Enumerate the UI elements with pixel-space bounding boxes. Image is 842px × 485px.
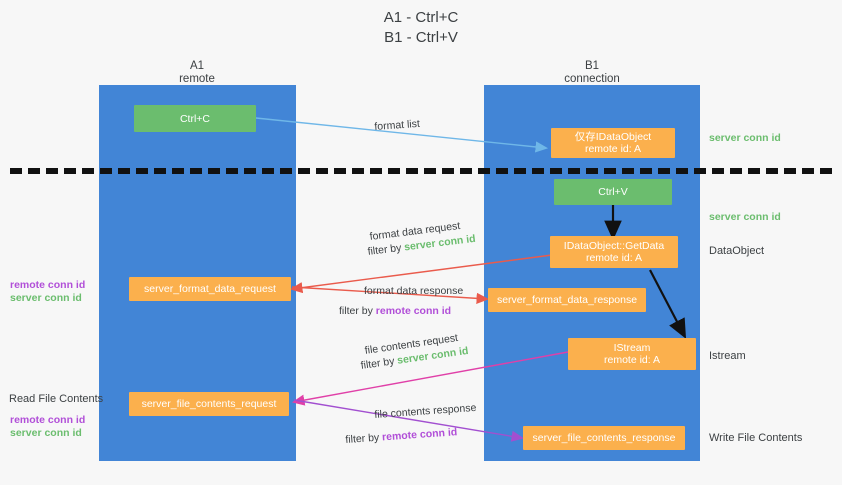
annotation-istream: Istream [709, 350, 746, 362]
node-server-file-contents-request[interactable]: server_file_contents_request [129, 392, 289, 416]
annotation-server-conn-id-1: server conn id [10, 292, 82, 304]
annotation-server-conn-id-mid: server conn id [709, 211, 781, 223]
annotation-dataobject: DataObject [709, 245, 765, 257]
swimlane-b1-header: B1 connection [564, 60, 620, 85]
edge-label-format-data-response-filter: filter by remote conn id [339, 305, 451, 318]
node-ctrl-c[interactable]: Ctrl+C [134, 105, 256, 132]
swimlane-a1-header: A1 remote [179, 60, 215, 85]
annotation-server-conn-id-2: server conn id [10, 427, 82, 439]
annotation-read-file-contents: Read File Contents [9, 393, 104, 405]
annotation-write-file-contents: Write File Contents [709, 432, 803, 444]
filter-value-remote-conn-id: remote conn id [381, 426, 458, 444]
edge-label-format-list: format list [374, 117, 421, 133]
node-ctrl-v[interactable]: Ctrl+V [554, 179, 672, 205]
edge-label-format-data-response: format data response [364, 285, 464, 297]
node-idataobject-formats[interactable]: 仅存IDataObject remote id: A [551, 128, 675, 158]
node-idataobject-getdata[interactable]: IDataObject::GetData remote id: A [550, 236, 678, 268]
annotation-server-conn-id-top: server conn id [709, 132, 781, 144]
node-istream[interactable]: IStream remote id: A [568, 338, 696, 370]
phase-divider [10, 168, 832, 174]
annotation-remote-conn-id-2: remote conn id [10, 414, 86, 426]
node-server-file-contents-response[interactable]: server_file_contents_response [523, 426, 685, 450]
node-server-format-data-response[interactable]: server_format_data_response [488, 288, 646, 312]
edge-label-file-contents-response-filter: filter by remote conn id [345, 426, 458, 447]
page-title: A1 - Ctrl+C B1 - Ctrl+V [383, 9, 459, 46]
filter-prefix: filter by [367, 241, 405, 258]
filter-prefix: filter by [339, 305, 376, 317]
filter-prefix: filter by [345, 431, 383, 446]
node-server-format-data-request[interactable]: server_format_data_request [129, 277, 291, 301]
filter-value-remote-conn-id: remote conn id [375, 305, 452, 317]
edge-label-file-contents-response: file contents response [374, 401, 477, 421]
annotation-remote-conn-id-1: remote conn id [10, 279, 86, 291]
